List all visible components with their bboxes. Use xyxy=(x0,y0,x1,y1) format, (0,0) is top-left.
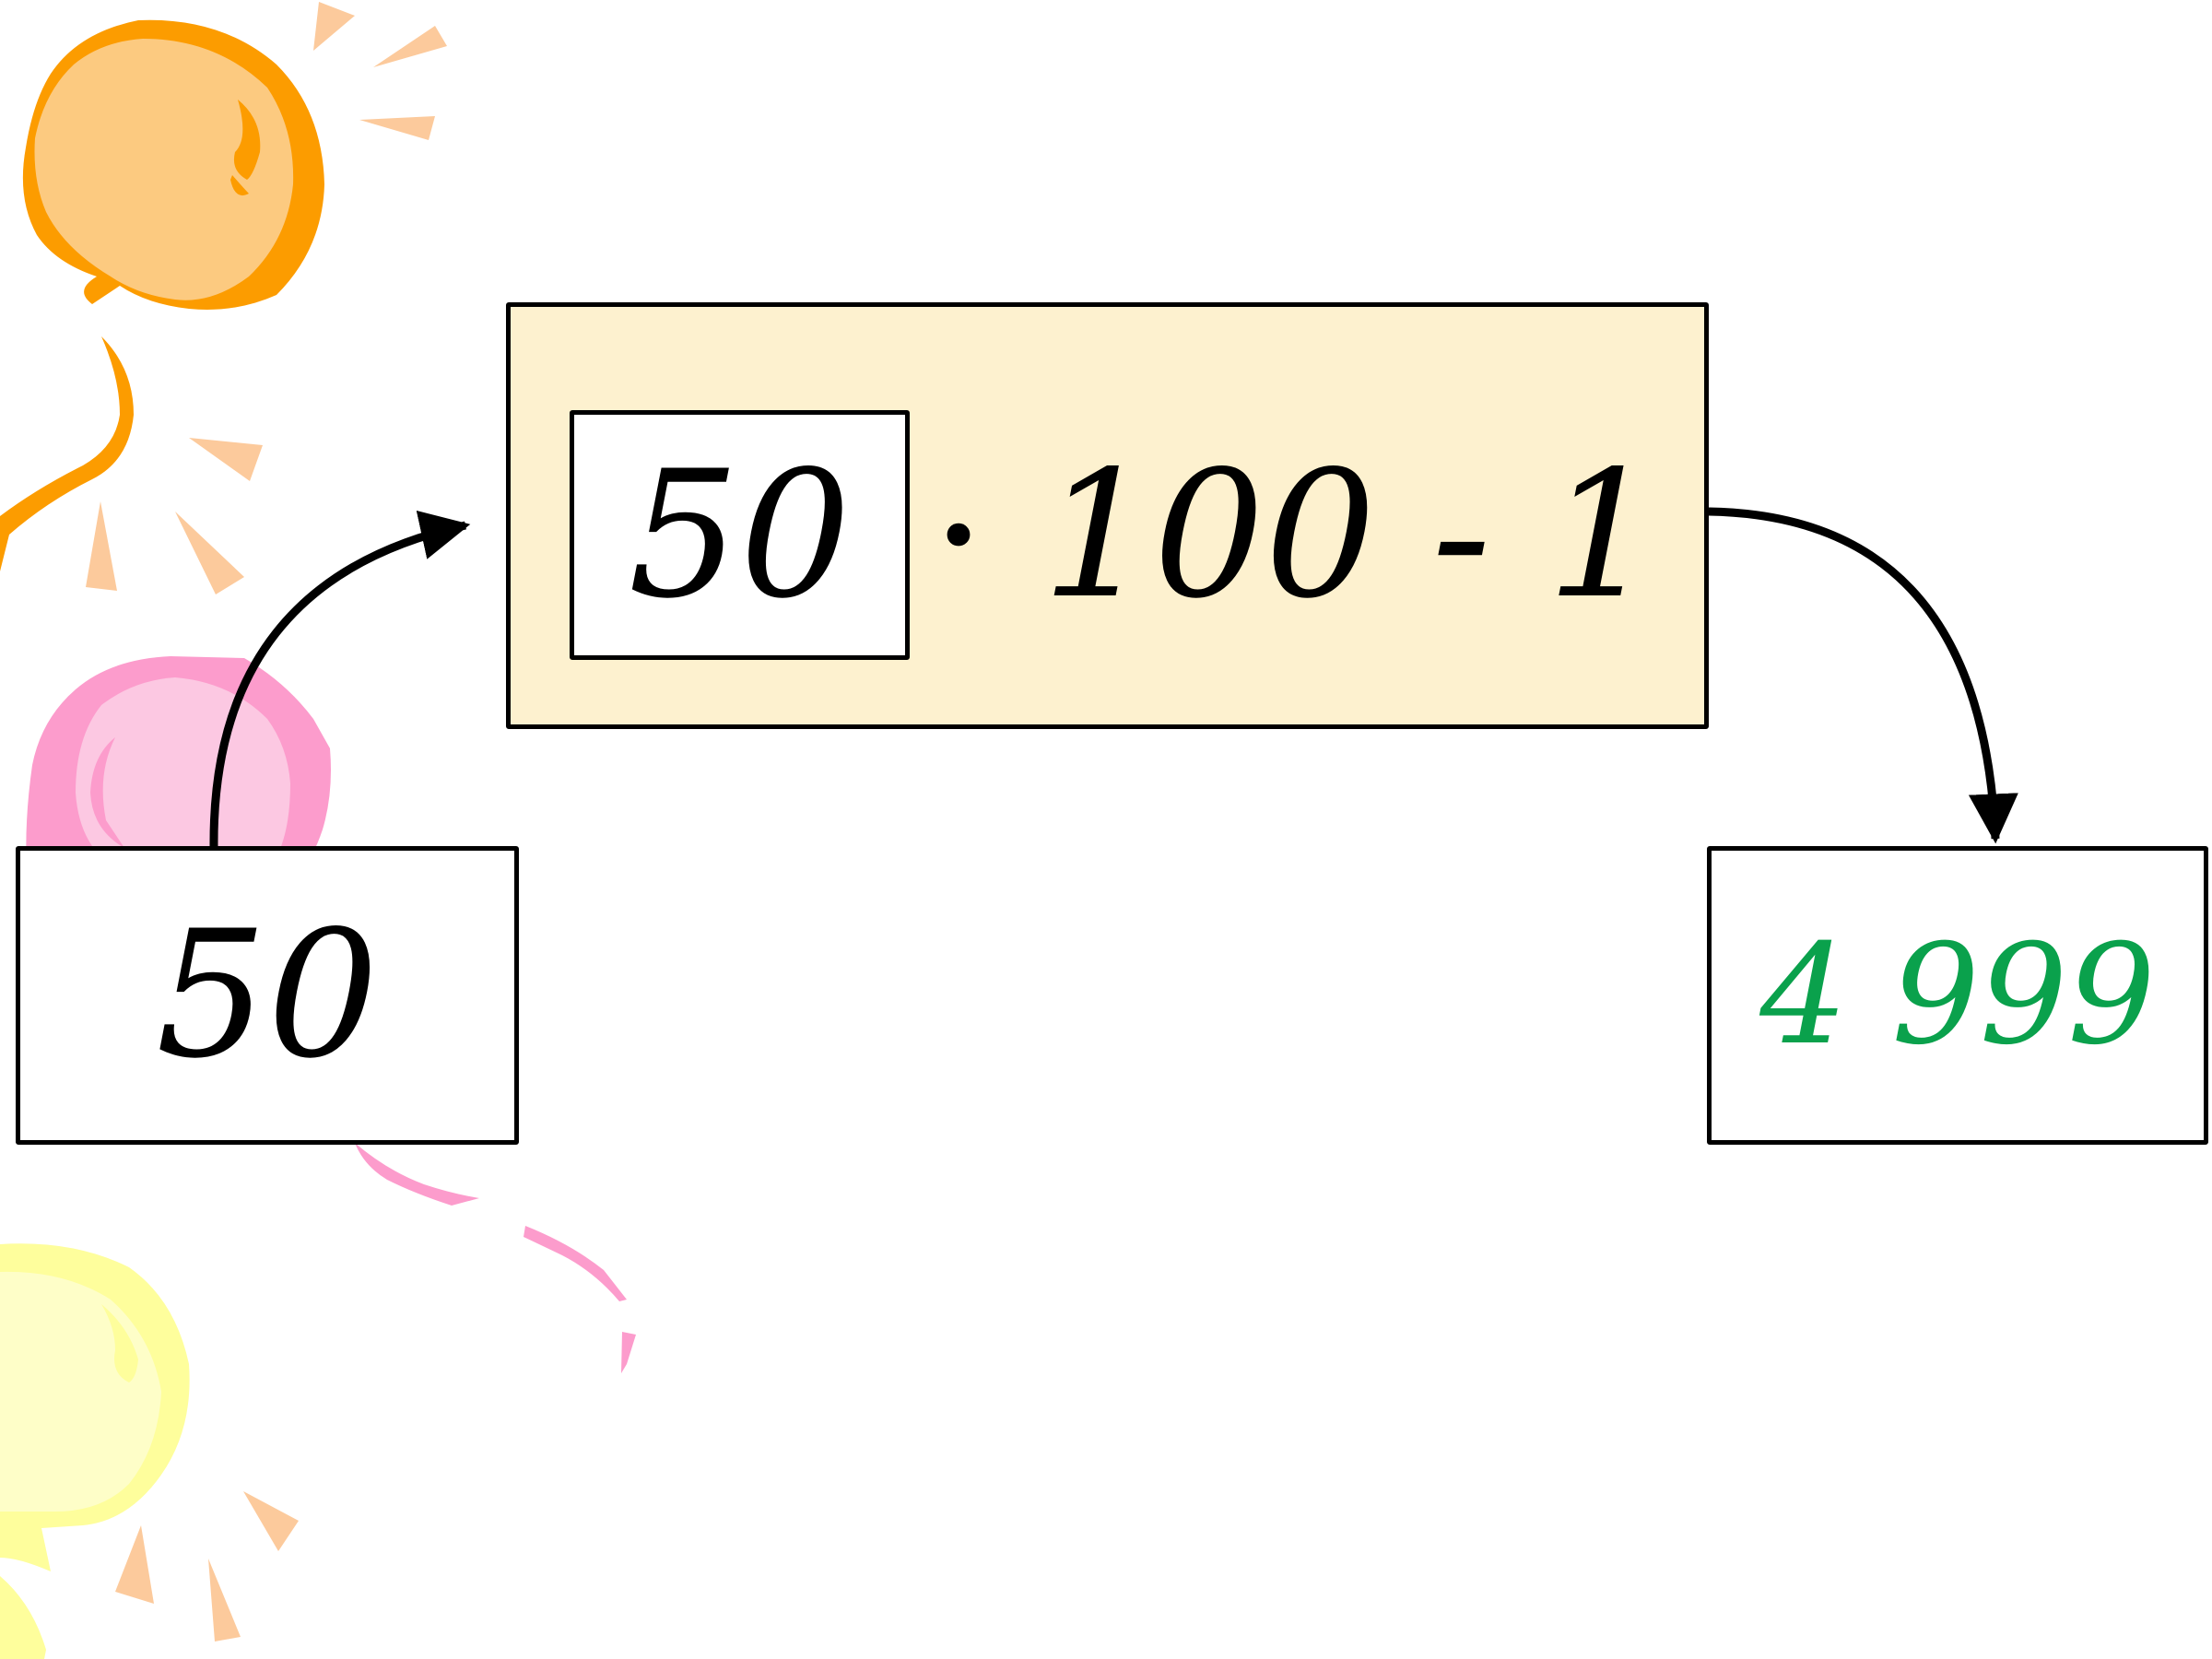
output-box: 4 999 xyxy=(1707,846,2208,1145)
function-input-box: 50 xyxy=(570,410,910,660)
input-box: 50 xyxy=(16,846,519,1145)
function-rule: · 100 - 1 xyxy=(931,432,1658,637)
function-input-value: 50 xyxy=(628,432,852,637)
multiplication-dot: · xyxy=(931,432,987,637)
function-rule-rest: 100 - 1 xyxy=(1041,432,1658,637)
orange-balloon-icon xyxy=(0,19,324,571)
output-value: 4 999 xyxy=(1759,915,2156,1076)
yellow-balloon-icon xyxy=(0,1243,190,1659)
input-value: 50 xyxy=(156,893,379,1097)
